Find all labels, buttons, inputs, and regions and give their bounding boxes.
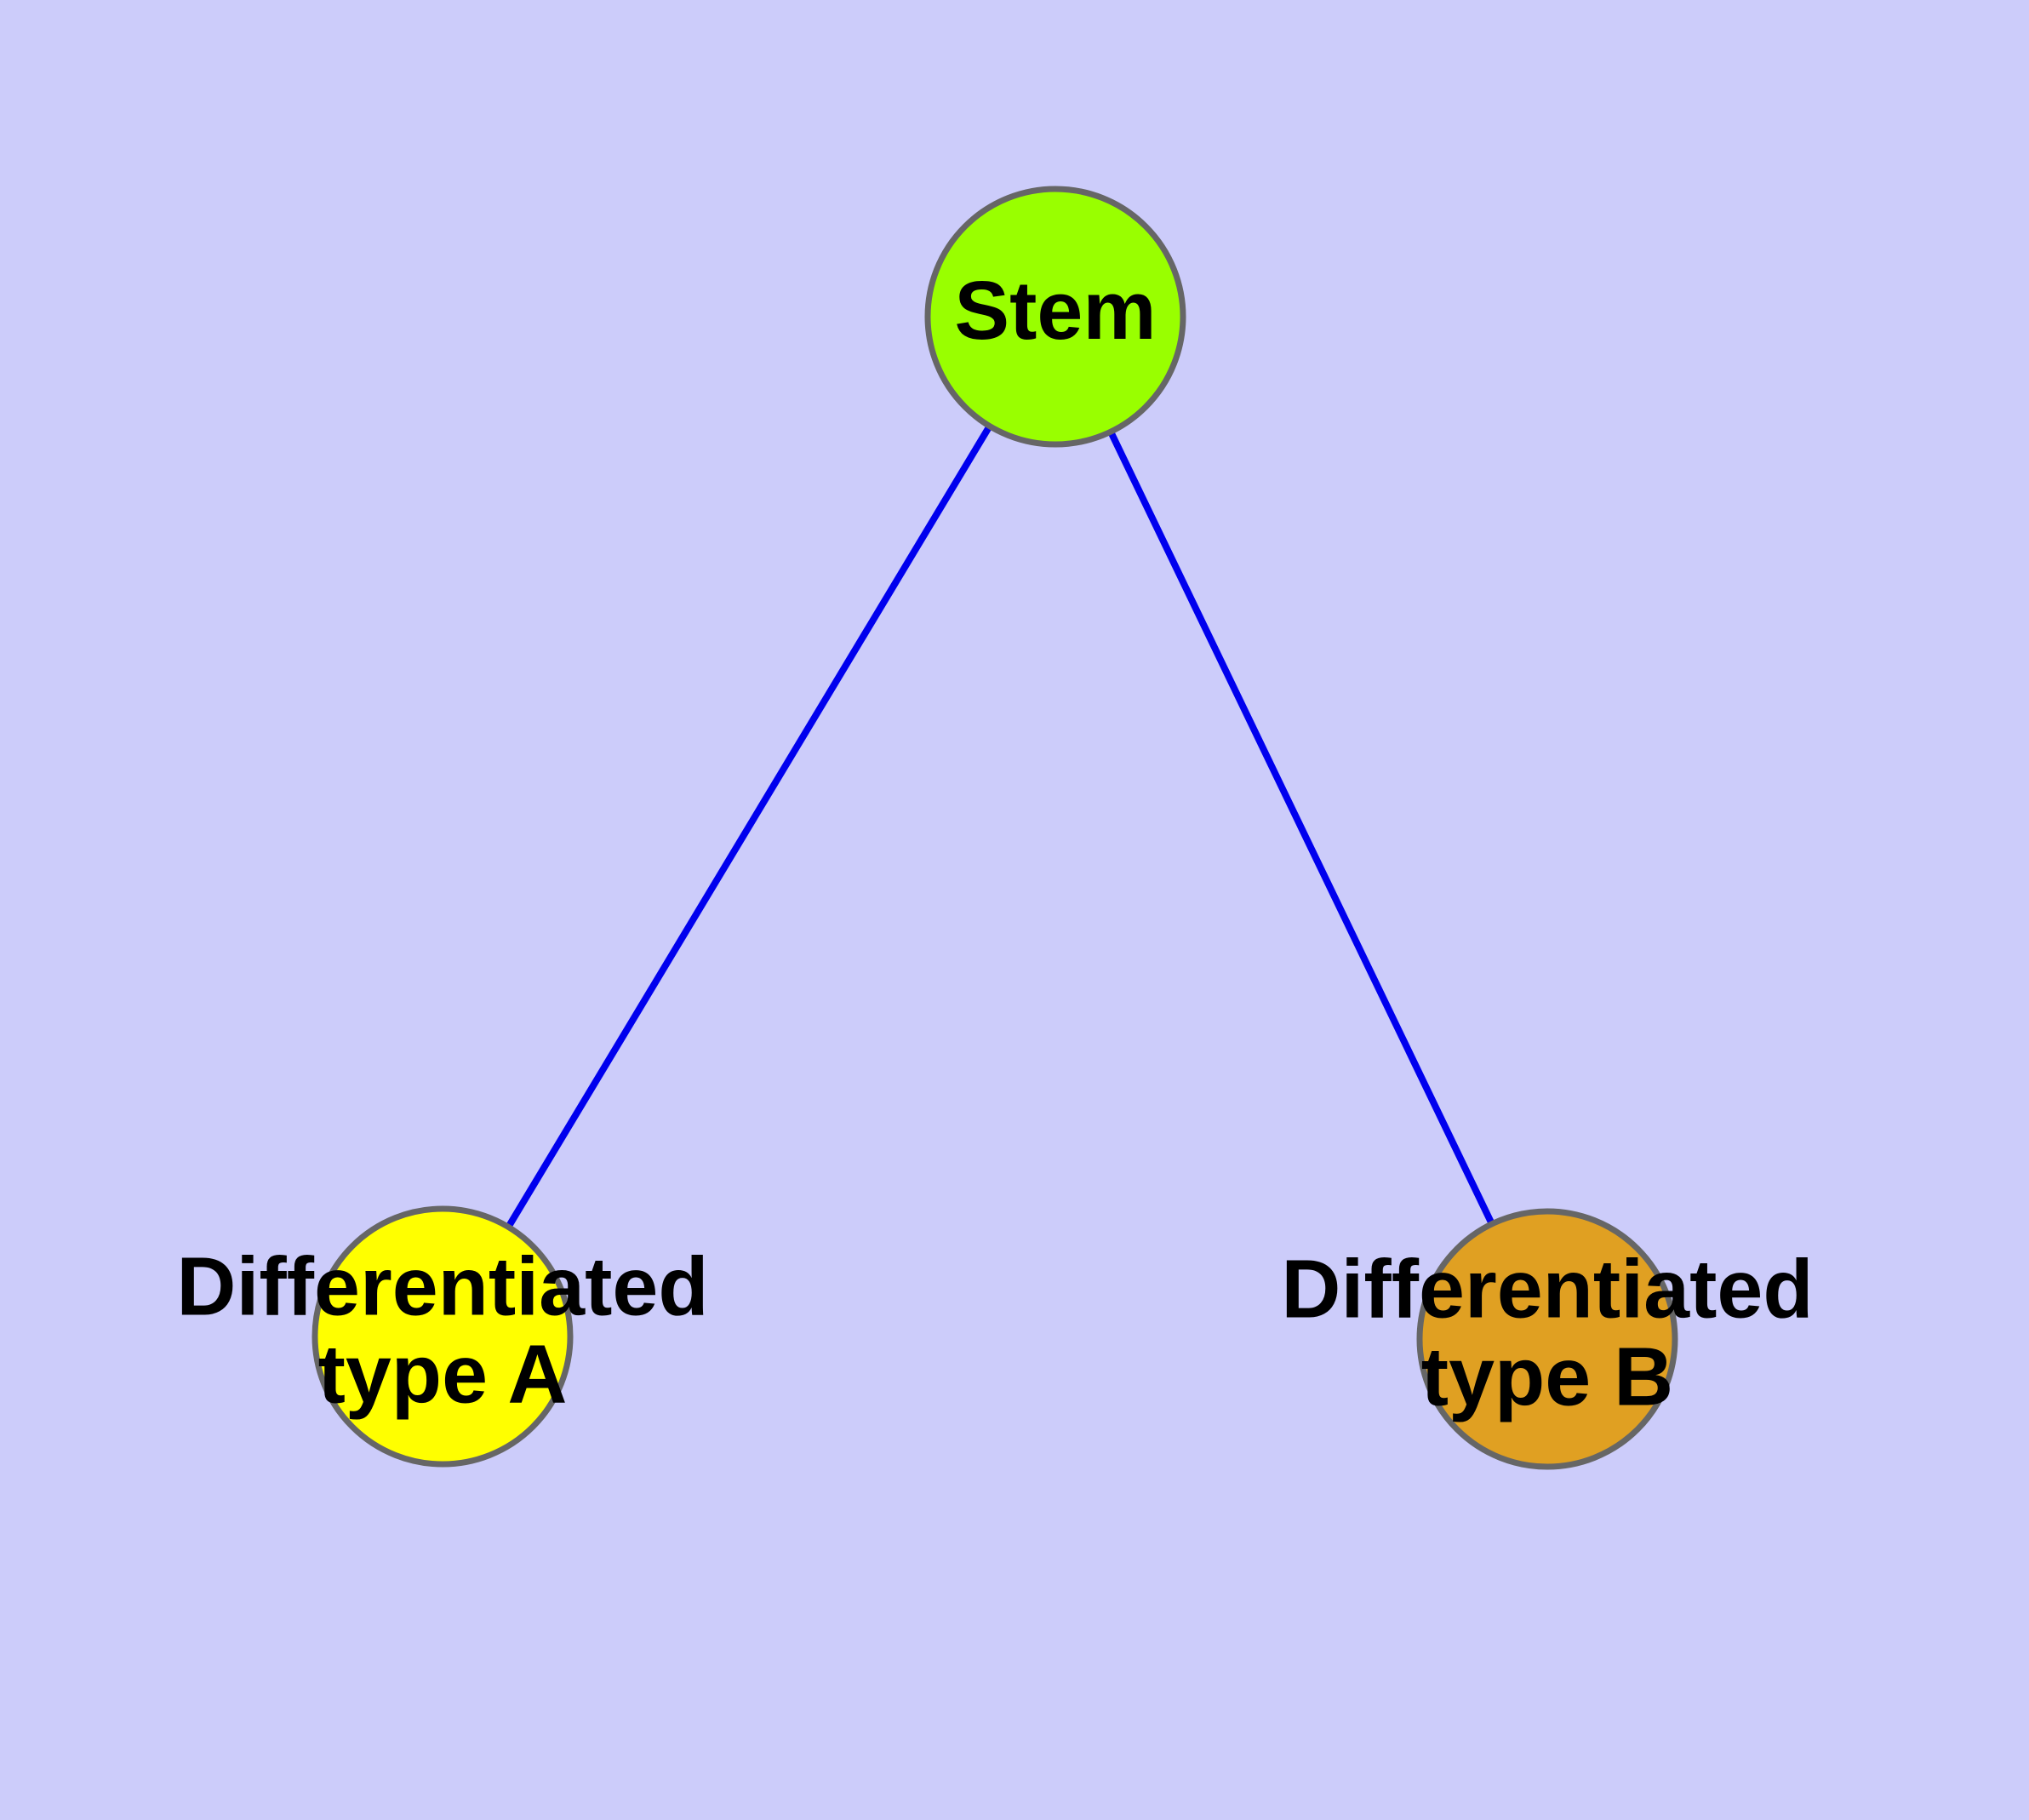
node-label-line: type A (318, 1327, 568, 1420)
node-label-line: type B (1421, 1330, 1673, 1422)
node-label-line: Differentiated (1281, 1242, 1813, 1335)
node-diff_a[interactable] (311, 1205, 574, 1468)
nodes-layer (311, 186, 1678, 1470)
edge-stem-to-diff_b (1052, 315, 1551, 1341)
node-label-stem: Stem (954, 264, 1156, 357)
node-label-line: Stem (954, 264, 1156, 357)
edge-stem-to-diff_a (439, 314, 1059, 1339)
node-diff_b[interactable] (1416, 1208, 1678, 1470)
node-label-line: Differentiated (176, 1239, 708, 1332)
node-stem[interactable] (924, 186, 1186, 448)
edges-layer (439, 314, 1551, 1341)
